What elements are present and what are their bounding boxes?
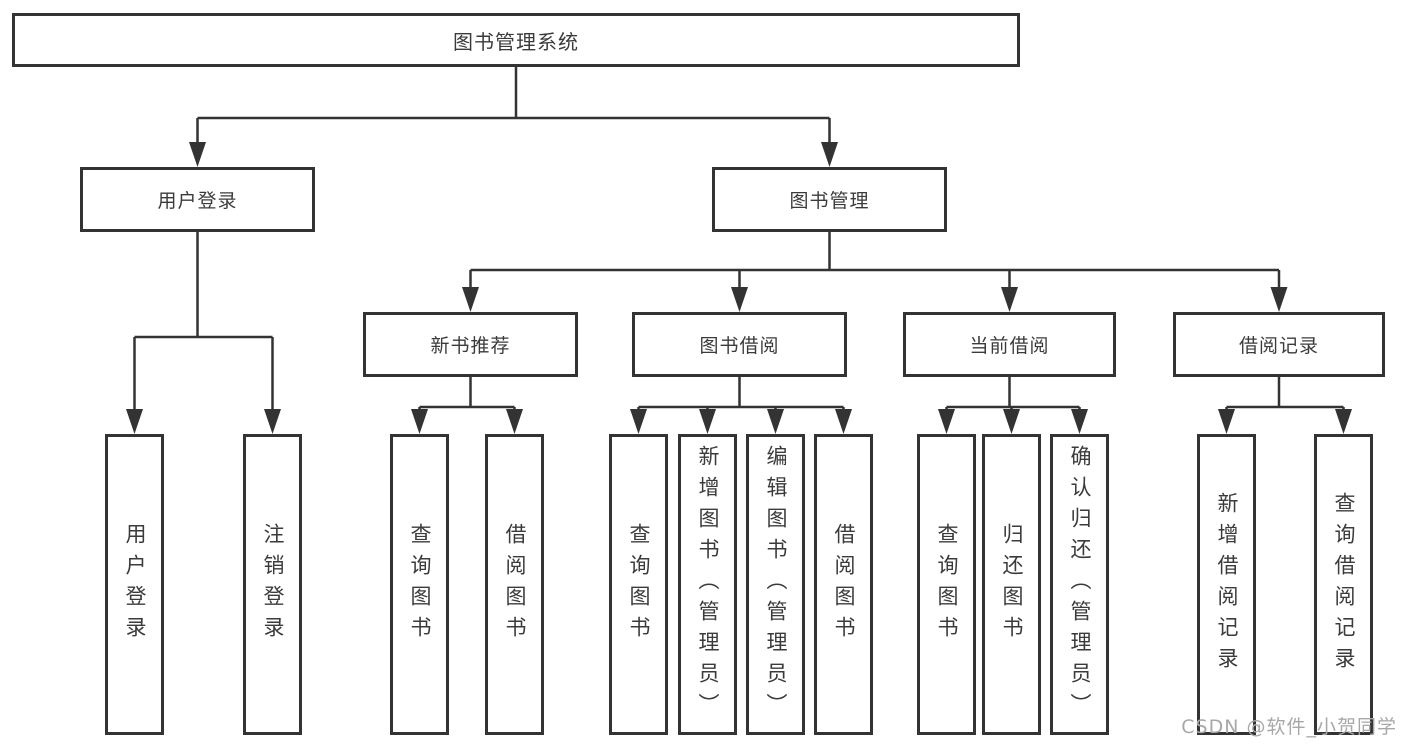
csdn-watermark: CSDN @软件_小贺同学 <box>1181 716 1397 738</box>
leaf-user-login: 用户登录 <box>105 434 164 735</box>
leaf-logout: 注销登录 <box>243 434 302 735</box>
node-book-management-branch: 图书管理 <box>712 167 947 232</box>
leaf-label: 借阅图书 <box>503 522 527 647</box>
leaf-confirm-return-admin: 确认归还（管理员） <box>1050 434 1109 735</box>
leaf-query-books-1: 查询图书 <box>390 434 449 735</box>
leaf-label: 新增图书（管理员） <box>696 445 720 724</box>
leaf-label: 查询图书 <box>408 522 432 647</box>
leaf-query-borrow-record: 查询借阅记录 <box>1314 434 1373 735</box>
node-user-login-branch: 用户登录 <box>80 167 315 232</box>
leaf-borrow-books-1: 借阅图书 <box>485 434 544 735</box>
leaf-label: 归还图书 <box>1000 522 1024 647</box>
leaf-label: 确认归还（管理员） <box>1068 445 1092 724</box>
leaf-edit-books-admin: 编辑图书（管理员） <box>746 434 805 735</box>
leaf-query-books-2: 查询图书 <box>609 434 668 735</box>
node-new-book-recommend: 新书推荐 <box>363 312 578 377</box>
node-book-borrowing: 图书借阅 <box>632 312 847 377</box>
leaf-label: 查询图书 <box>935 522 959 647</box>
leaf-label: 注销登录 <box>261 522 285 647</box>
leaf-add-books-admin: 新增图书（管理员） <box>678 434 737 735</box>
leaf-label: 查询借阅记录 <box>1332 491 1356 678</box>
leaf-label: 用户登录 <box>123 522 147 647</box>
leaf-label: 编辑图书（管理员） <box>764 445 788 724</box>
leaf-label: 新增借阅记录 <box>1215 491 1239 678</box>
leaf-label: 借阅图书 <box>832 522 856 647</box>
leaf-return-books: 归还图书 <box>982 434 1041 735</box>
node-current-borrowing: 当前借阅 <box>903 312 1116 377</box>
leaf-add-borrow-record: 新增借阅记录 <box>1197 434 1256 735</box>
node-library-management-system: 图书管理系统 <box>12 13 1020 67</box>
leaf-query-books-3: 查询图书 <box>917 434 976 735</box>
node-borrowing-records: 借阅记录 <box>1173 312 1385 377</box>
leaf-borrow-books-2: 借阅图书 <box>814 434 873 735</box>
leaf-label: 查询图书 <box>627 522 651 647</box>
